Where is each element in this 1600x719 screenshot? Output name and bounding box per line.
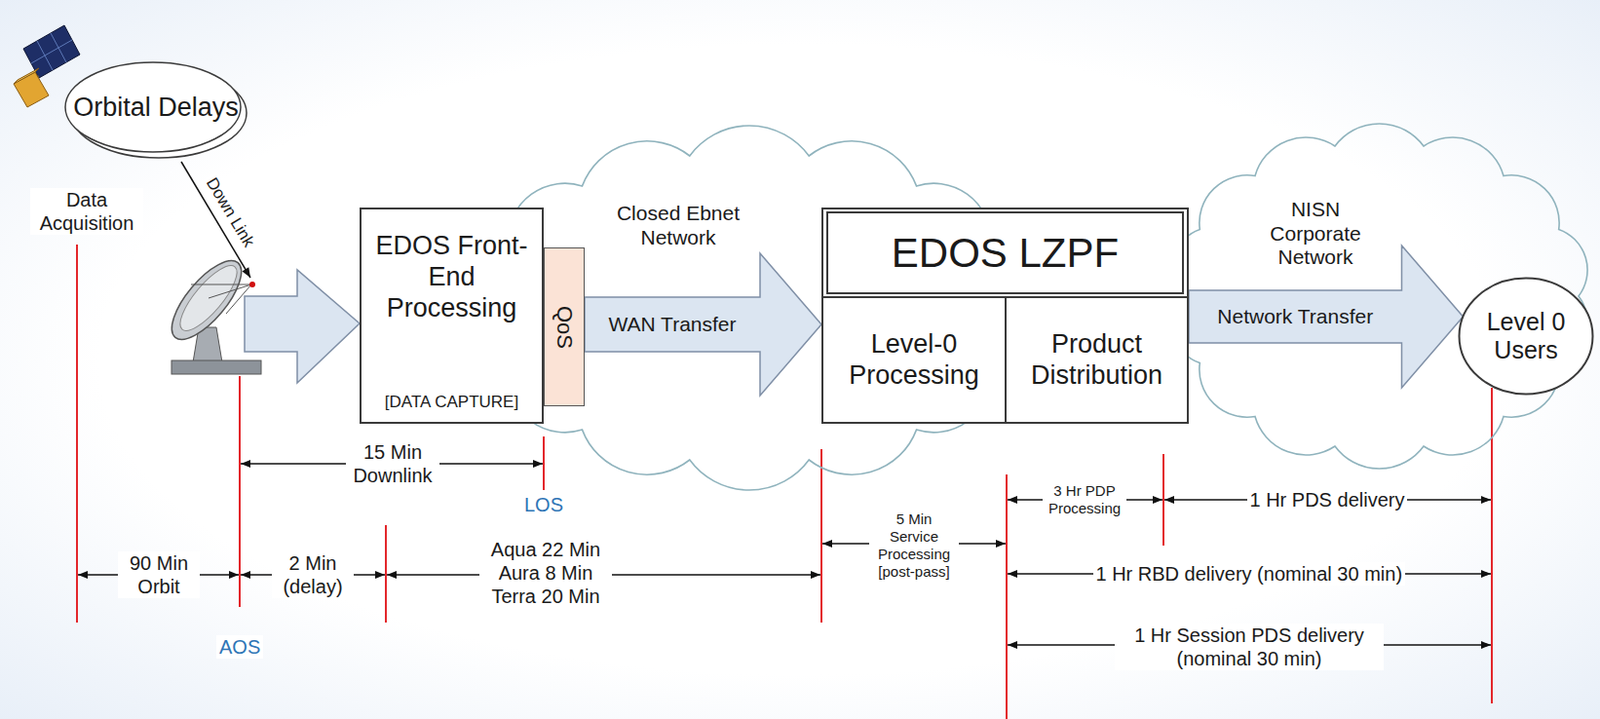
- process-cell: Level-0 Processing: [821, 296, 1007, 424]
- ellipse-shape: [65, 62, 241, 153]
- timing-label: Aqua 22 Min Aura 8 Min Terra 20 Min: [479, 537, 612, 609]
- facility-box: Level-0 ProcessingProduct Distribution ED…: [821, 207, 1189, 424]
- ground-antenna: [160, 250, 262, 375]
- node-title: Product Distribution: [1012, 329, 1181, 392]
- process-cell: Product Distribution: [1004, 296, 1189, 424]
- antenna-feed-arms: [190, 284, 252, 314]
- timing-label: 15 Min Downlink: [345, 440, 440, 488]
- block-arrow: [584, 253, 822, 396]
- timing-label: 3 Hr PDP Processing: [1042, 482, 1127, 518]
- antenna-feed: [249, 281, 256, 288]
- signal-marker: AOS: [216, 635, 264, 659]
- timeline-marker: [1005, 474, 1008, 719]
- delay-ellipse: Orbital Delays: [61, 58, 259, 166]
- timing-label: 90 Min Orbit: [117, 551, 200, 599]
- node-title: Orbital Delays: [73, 92, 239, 124]
- cloud-shape: [474, 125, 1025, 491]
- downlink-block-arrow: [244, 269, 360, 383]
- node-title: Closed Ebnet Network: [595, 201, 762, 251]
- timeline-marker: [542, 436, 545, 491]
- satellite-body: [13, 72, 49, 108]
- timeline-marker: [238, 376, 241, 608]
- timing-label: 5 Min Service Processing [post-pass]: [869, 510, 959, 581]
- node-title: EDOS Front-End Processing: [367, 230, 536, 325]
- dimension-arrows: [77, 463, 1491, 646]
- timeline-marker: [1162, 454, 1165, 546]
- timeline-marker: [384, 525, 387, 623]
- node-title: QoS: [551, 304, 577, 348]
- users-ellipse: Level 0 Users: [1457, 276, 1595, 396]
- qos-box: QoS: [543, 247, 585, 407]
- node-subtitle: [DATA CAPTURE]: [367, 392, 536, 413]
- timing-label: 1 Hr Session PDS delivery (nominal 30 mi…: [1114, 623, 1384, 671]
- process-box: EDOS Front-End Processing [DATA CAPTURE]: [359, 207, 544, 424]
- solar-panel: [23, 25, 80, 78]
- panel-grid: [31, 33, 73, 71]
- node-title: EDOS LZPF: [826, 211, 1184, 295]
- antenna-dish: [160, 250, 254, 350]
- node-title: Level 0 Users: [1457, 307, 1595, 366]
- edge-label: Network Transfer: [1217, 304, 1373, 330]
- node-title: NISN Corporate Network: [1257, 197, 1374, 270]
- timing-label: 1 Hr PDS delivery: [1247, 488, 1409, 512]
- node-title: Level-0 Processing: [829, 329, 999, 392]
- signal-marker: LOS: [521, 493, 567, 517]
- edge-label: WAN Transfer: [608, 312, 736, 338]
- antenna-base: [171, 360, 262, 375]
- timeline-marker: [1490, 387, 1493, 704]
- timing-label: Down Link: [198, 171, 259, 254]
- satellite-top: [13, 68, 39, 84]
- timeline-marker: [820, 449, 823, 623]
- timing-label: Data Acquisition: [30, 188, 144, 235]
- timing-label: 2 Min (delay): [271, 551, 354, 599]
- timeline-marker: [76, 244, 78, 623]
- timing-label: 1 Hr RBD delivery (nominal 30 min): [1093, 562, 1407, 586]
